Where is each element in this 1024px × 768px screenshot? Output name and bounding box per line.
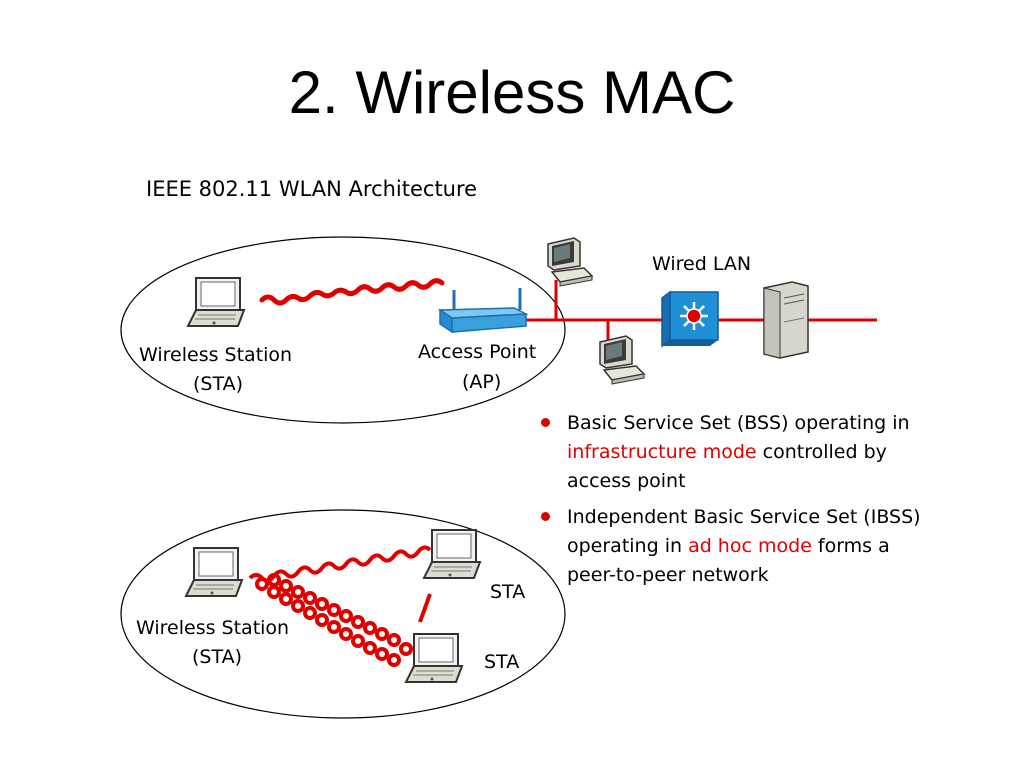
bullet-text: forms a peer-to-peer network: [567, 535, 890, 586]
bullet-text: controlled by access point: [567, 441, 887, 492]
ibss-station-label: Wireless Station: [136, 617, 289, 639]
network-switch-icon: [661, 290, 719, 348]
laptop-icon: [405, 633, 463, 683]
wireless-link-sta-sta-top: [248, 545, 432, 583]
laptop-icon: [423, 529, 481, 579]
bss-station-abbrev: (STA): [193, 373, 243, 395]
diagram-heading: IEEE 802.11 WLAN Architecture: [146, 177, 477, 201]
access-point-abbrev: (AP): [462, 371, 501, 393]
laptop-icon: [185, 547, 243, 597]
bullet-item-bss: Basic Service Set (BSS) operating in inf…: [540, 409, 940, 496]
desktop-pc-icon: [547, 237, 593, 287]
highlight-term: infrastructure mode: [567, 441, 757, 463]
bss-station-label: Wireless Station: [139, 344, 292, 366]
bullet-text: Independent Basic Service Set (IBSS) ope…: [567, 506, 921, 557]
bullet-text: Basic Service Set (BSS) operating in: [567, 412, 910, 434]
bullet-item-ibss: Independent Basic Service Set (IBSS) ope…: [540, 503, 940, 590]
access-point-icon: [437, 288, 529, 334]
bss-boundary-ellipse: [120, 236, 566, 424]
bullet-list: Basic Service Set (BSS) operating in inf…: [540, 409, 940, 597]
sta-label: STA: [490, 581, 525, 603]
ibss-boundary-ellipse: [120, 509, 566, 719]
access-point-label: Access Point: [418, 341, 536, 363]
bullet-dot-icon: [541, 512, 550, 521]
server-icon: [763, 281, 809, 359]
desktop-pc-icon: [599, 335, 645, 385]
wireless-link-sta-sta-right: [418, 593, 432, 623]
slide-title: 2. Wireless MAC: [288, 59, 736, 126]
wireless-link-sta-ap: [259, 278, 445, 306]
highlight-term: ad hoc mode: [688, 535, 812, 557]
laptop-icon: [187, 277, 245, 327]
wired-lan-label: Wired LAN: [652, 253, 751, 275]
wireless-link-sta-sta-bottom: [255, 573, 413, 667]
ibss-station-abbrev: (STA): [192, 646, 242, 668]
bullet-dot-icon: [541, 418, 550, 427]
sta-label: STA: [484, 651, 519, 673]
